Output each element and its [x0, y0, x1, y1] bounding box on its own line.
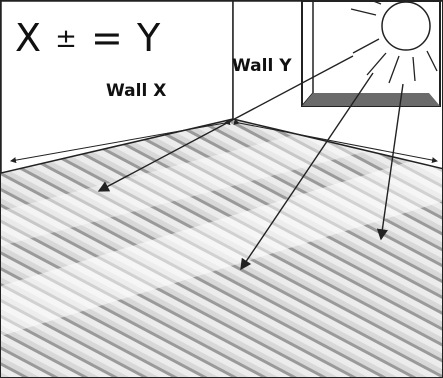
formula-y: Y: [136, 16, 162, 60]
formula: X ± = Y: [15, 19, 161, 57]
wall-x-label: Wall X: [106, 81, 167, 101]
formula-equals: =: [91, 16, 124, 60]
formula-plus-minus: ±: [55, 24, 78, 54]
wall-y-label: Wall Y: [232, 56, 292, 76]
light-ray-arrows: [97, 55, 404, 271]
wall-y-dimension-arrow: [233, 119, 438, 164]
formula-x: X: [15, 16, 43, 60]
wall-x-dimension-arrow: [10, 119, 231, 164]
sun-icon: [350, 1, 438, 84]
